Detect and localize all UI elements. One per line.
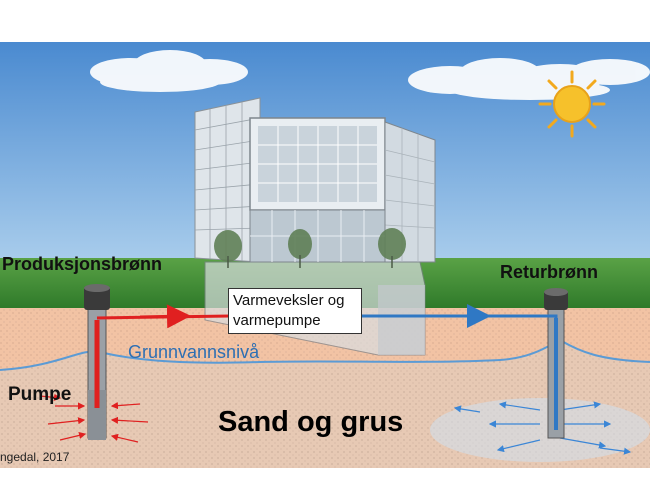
return-well (547, 307, 565, 439)
source-credit: ngedal, 2017 (0, 450, 70, 464)
heat-exchanger-label-line2: varmepumpe (233, 312, 321, 329)
heat-exchanger-box: Varmeveksler og varmepumpe (228, 288, 362, 334)
building-illustration (194, 97, 436, 268)
return-well-label: Returbrønn (500, 262, 598, 282)
production-well-label: Produksjonsbrønn (2, 254, 163, 274)
well-cap-icon (84, 284, 110, 310)
sun-icon (538, 70, 606, 138)
groundwater-level-label: Grunnvannsnivå (128, 342, 260, 362)
hot-flow-pipe (96, 304, 231, 329)
production-well (87, 307, 107, 440)
cloud-icon (408, 58, 650, 100)
heat-exchanger-label-line1: Varmeveksler og (233, 292, 345, 309)
inflow-arrows (39, 393, 149, 443)
well-cap-icon (544, 288, 568, 310)
cold-flow-pipe (362, 304, 558, 328)
sand-gravel-label: Sand og grus (218, 406, 404, 438)
cloud-icon (90, 50, 248, 92)
return-infiltration-zone (430, 398, 650, 462)
pump-label: Pumpe (8, 384, 72, 405)
